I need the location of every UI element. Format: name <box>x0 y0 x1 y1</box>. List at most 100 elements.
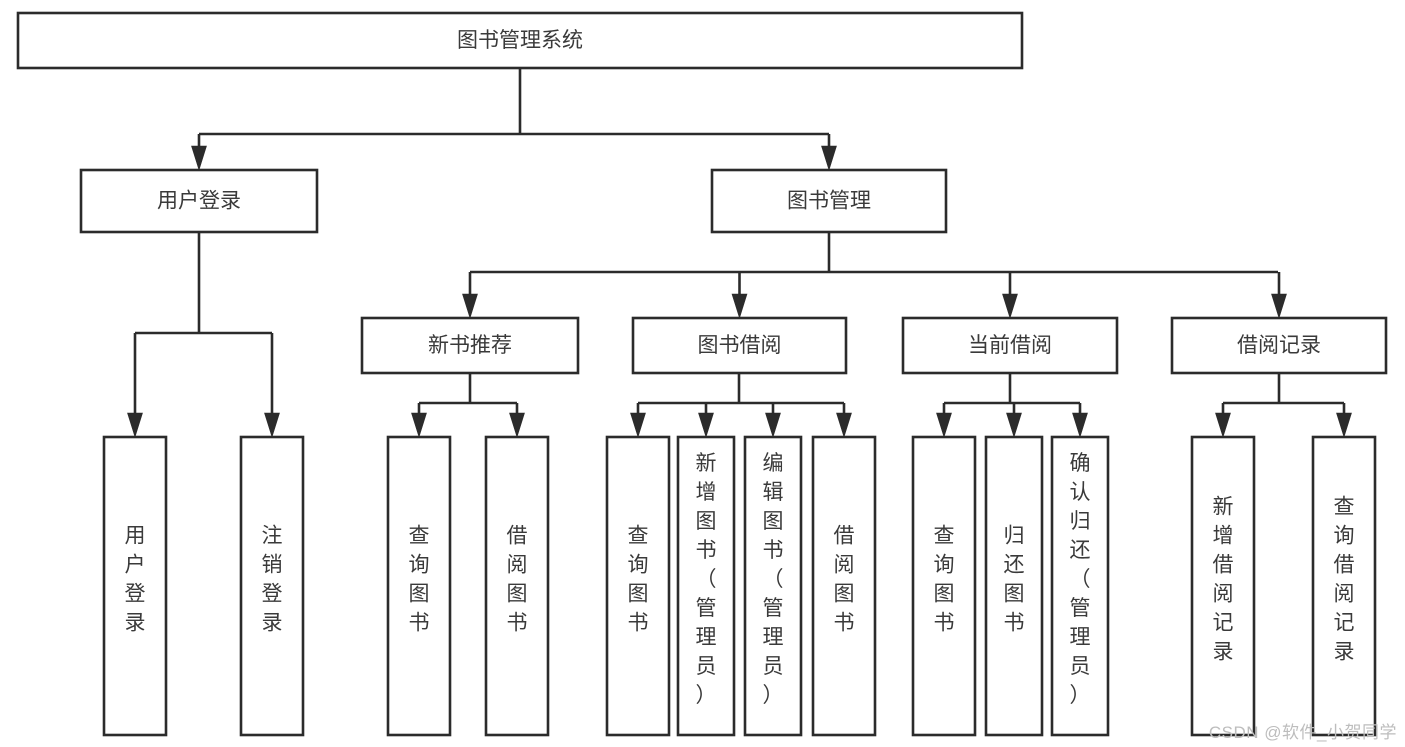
node-root[interactable]: 图书管理系统 <box>16 11 1024 70</box>
connector-root-to-book-manage <box>821 134 837 172</box>
connector-group-bus-record <box>1223 373 1344 405</box>
node-label: 注销登录 <box>262 525 283 635</box>
node-leaf-edit-book[interactable]: 编辑图书（管理员） <box>743 435 803 737</box>
node-box[interactable] <box>16 11 1024 70</box>
node-book-borrow[interactable]: 图书借阅 <box>631 316 848 375</box>
node-leaf-borrow-book[interactable]: 借阅图书 <box>811 435 877 737</box>
node-label: 查询图书 <box>934 525 955 635</box>
node-box[interactable] <box>79 168 319 234</box>
arrow-head-icon <box>509 412 525 439</box>
connector-group-bus-user-login <box>135 232 272 335</box>
arrow-head-icon <box>630 412 646 439</box>
arrow-head-icon <box>936 412 952 439</box>
node-label: 用户登录 <box>157 190 241 213</box>
arrow-head-icon <box>765 412 781 439</box>
connector-group-bus-borrow <box>638 373 844 405</box>
node-label: 图书借阅 <box>698 334 782 357</box>
node-leaf-query-borrow-record[interactable]: 查询借阅记录 <box>1311 435 1377 737</box>
node-current-borrow[interactable]: 当前借阅 <box>901 316 1119 375</box>
connector-book-borrow-to-leaf-borrow-book <box>836 403 852 439</box>
node-box[interactable] <box>239 435 305 737</box>
node-box[interactable] <box>605 435 671 737</box>
node-label: 借阅图书 <box>834 525 855 635</box>
arrow-head-icon <box>836 412 852 439</box>
node-box[interactable] <box>360 316 580 375</box>
node-label: 当前借阅 <box>968 334 1052 357</box>
node-layer: 图书管理系统用户登录图书管理新书推荐图书借阅当前借阅借阅记录用户登录注销登录查询… <box>16 11 1388 737</box>
arrow-head-icon <box>698 412 714 439</box>
node-leaf-add-borrow-record[interactable]: 新增借阅记录 <box>1190 435 1256 737</box>
csdn-watermark: CSDN @软件_小贺同学 <box>1208 723 1397 742</box>
connector-book-borrow-to-leaf-add-book <box>698 403 714 439</box>
node-leaf-query-book-borrow[interactable]: 查询图书 <box>605 435 671 737</box>
node-user-login[interactable]: 用户登录 <box>79 168 319 234</box>
node-box[interactable] <box>484 435 550 737</box>
node-leaf-user-login[interactable]: 用户登录 <box>102 435 168 737</box>
node-label: 借阅图书 <box>507 525 528 635</box>
node-book-manage[interactable]: 图书管理 <box>710 168 948 234</box>
node-box[interactable] <box>901 316 1119 375</box>
node-new-book-recommend[interactable]: 新书推荐 <box>360 316 580 375</box>
connector-new-book-recommend-to-leaf-borrow-book-recommend <box>509 403 525 439</box>
arrow-head-icon <box>1336 412 1352 439</box>
node-box[interactable] <box>710 168 948 234</box>
connector-borrow-record-to-leaf-add-borrow-record <box>1215 403 1231 439</box>
arrow-head-icon <box>411 412 427 439</box>
node-label: 新书推荐 <box>428 334 512 357</box>
node-leaf-query-book-current[interactable]: 查询图书 <box>911 435 977 737</box>
node-label: 查询图书 <box>409 525 430 635</box>
connector-group-bus-recommend <box>419 373 517 405</box>
node-box[interactable] <box>102 435 168 737</box>
connector-layer <box>127 68 1352 439</box>
node-label: 查询图书 <box>628 525 649 635</box>
connector-current-borrow-to-leaf-confirm-return <box>1072 403 1088 439</box>
connector-group-bus-root <box>199 68 829 136</box>
node-leaf-query-book-recommend[interactable]: 查询图书 <box>386 435 452 737</box>
connector-user-login-to-leaf-user-login <box>127 333 143 439</box>
connector-root-to-user-login <box>191 134 207 172</box>
node-box[interactable] <box>1170 316 1388 375</box>
node-leaf-confirm-return[interactable]: 确认归还（管理员） <box>1050 435 1110 737</box>
connector-book-borrow-to-leaf-edit-book <box>765 403 781 439</box>
node-leaf-logout[interactable]: 注销登录 <box>239 435 305 737</box>
node-label: 新增图书（管理员） <box>696 452 717 707</box>
node-box[interactable] <box>631 316 848 375</box>
node-label: 借阅记录 <box>1237 334 1321 357</box>
connector-current-borrow-to-leaf-return-book <box>1006 403 1022 439</box>
node-borrow-record[interactable]: 借阅记录 <box>1170 316 1388 375</box>
node-box[interactable] <box>743 435 803 737</box>
arrow-head-icon <box>1072 412 1088 439</box>
arrow-head-icon <box>1006 412 1022 439</box>
node-box[interactable] <box>676 435 736 737</box>
arrow-head-icon <box>1215 412 1231 439</box>
node-box[interactable] <box>386 435 452 737</box>
node-label: 确认归还（管理员） <box>1070 452 1091 707</box>
node-leaf-borrow-book-recommend[interactable]: 借阅图书 <box>484 435 550 737</box>
arrow-head-icon <box>731 293 748 320</box>
node-label: 图书管理 <box>787 190 871 213</box>
node-box[interactable] <box>911 435 977 737</box>
node-label: 归还图书 <box>1004 525 1025 635</box>
node-box[interactable] <box>1050 435 1110 737</box>
node-box[interactable] <box>1311 435 1377 737</box>
connector-book-borrow-to-leaf-query-book-borrow <box>630 403 646 439</box>
arrow-head-icon <box>1271 293 1287 320</box>
node-label: 新增借阅记录 <box>1213 496 1234 664</box>
connector-borrow-record-to-leaf-query-borrow-record <box>1336 403 1352 439</box>
arrow-head-icon <box>264 412 280 439</box>
node-label: 编辑图书（管理员） <box>763 452 784 707</box>
connector-current-borrow-to-leaf-query-book-current <box>936 403 952 439</box>
node-leaf-add-book[interactable]: 新增图书（管理员） <box>676 435 736 737</box>
connector-new-book-recommend-to-leaf-query-book-recommend <box>411 403 427 439</box>
node-box[interactable] <box>984 435 1044 737</box>
node-box[interactable] <box>1190 435 1256 737</box>
connector-book-manage-to-borrow-record <box>1271 272 1287 320</box>
connector-book-manage-to-new-book-recommend <box>462 272 478 320</box>
arrow-head-icon <box>1002 293 1018 320</box>
node-box[interactable] <box>811 435 877 737</box>
arrow-head-icon <box>127 412 143 439</box>
node-leaf-return-book[interactable]: 归还图书 <box>984 435 1044 737</box>
arrow-head-icon <box>821 145 837 172</box>
